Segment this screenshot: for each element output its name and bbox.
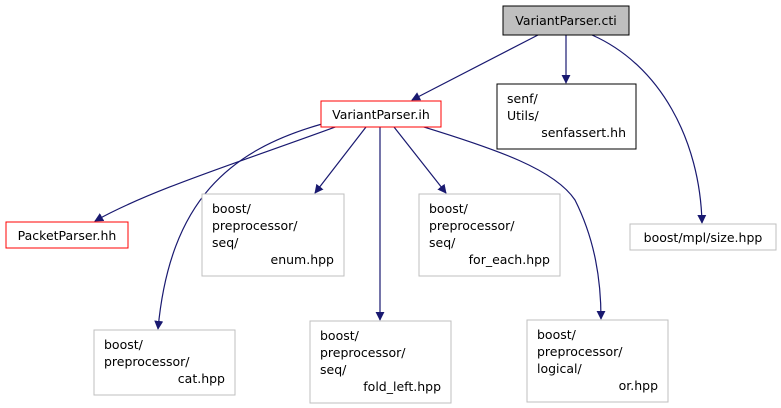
- node-label: preprocessor/: [429, 218, 515, 233]
- edge-ih-to-packet: [94, 125, 339, 222]
- node-label: senfassert.hh: [541, 125, 626, 140]
- node-label: preprocessor/: [104, 354, 190, 369]
- edge-root-to-mplsize: [591, 34, 707, 224]
- edge-ih-to-foreach: [393, 126, 447, 194]
- node-label: boost/: [537, 327, 577, 342]
- node-label: boost/: [212, 201, 252, 216]
- node-mpl-size[interactable]: boost/mpl/size.hpp: [629, 223, 777, 251]
- node-label: VariantParser.cti: [515, 13, 617, 28]
- node-label: enum.hpp: [271, 252, 335, 267]
- node-label: Utils/: [507, 108, 540, 123]
- node-preprocessor-cat[interactable]: boost/ preprocessor/ cat.hpp: [93, 329, 236, 396]
- node-seq-fold-left[interactable]: boost/ preprocessor/ seq/ fold_left.hpp: [309, 320, 452, 404]
- node-packetparser[interactable]: PacketParser.hh: [5, 221, 129, 249]
- node-label: seq/: [212, 235, 239, 250]
- node-label: boost/: [429, 201, 469, 216]
- node-label: for_each.hpp: [469, 252, 550, 267]
- node-label: logical/: [537, 361, 583, 376]
- node-label: boost/: [320, 328, 360, 343]
- node-variantparser-cti[interactable]: VariantParser.cti: [502, 5, 630, 36]
- node-label: fold_left.hpp: [363, 379, 441, 394]
- node-seq-enum[interactable]: boost/ preprocessor/ seq/ enum.hpp: [201, 193, 345, 277]
- node-label: PacketParser.hh: [18, 228, 117, 243]
- node-logical-or[interactable]: boost/ preprocessor/ logical/ or.hpp: [526, 319, 669, 403]
- edge-ih-to-cat: [154, 123, 323, 330]
- node-label: preprocessor/: [212, 218, 298, 233]
- node-label: VariantParser.ih: [332, 107, 430, 122]
- edge-root-to-ih: [411, 34, 539, 101]
- node-label: cat.hpp: [178, 371, 225, 386]
- node-seq-for-each[interactable]: boost/ preprocessor/ seq/ for_each.hpp: [418, 193, 561, 277]
- node-label: seq/: [320, 362, 347, 377]
- node-senfassert[interactable]: senf/ Utils/ senfassert.hh: [496, 83, 637, 150]
- node-label: seq/: [429, 235, 456, 250]
- edge-ih-to-enum: [314, 126, 367, 194]
- node-label: preprocessor/: [537, 344, 623, 359]
- node-label: boost/mpl/size.hpp: [644, 230, 763, 245]
- edges: [94, 34, 707, 330]
- node-label: preprocessor/: [320, 345, 406, 360]
- node-variantparser-ih[interactable]: VariantParser.ih: [320, 100, 442, 128]
- node-label: boost/: [104, 337, 144, 352]
- edge-ih-to-or: [413, 123, 606, 320]
- node-label: senf/: [507, 91, 539, 106]
- node-label: or.hpp: [619, 378, 658, 393]
